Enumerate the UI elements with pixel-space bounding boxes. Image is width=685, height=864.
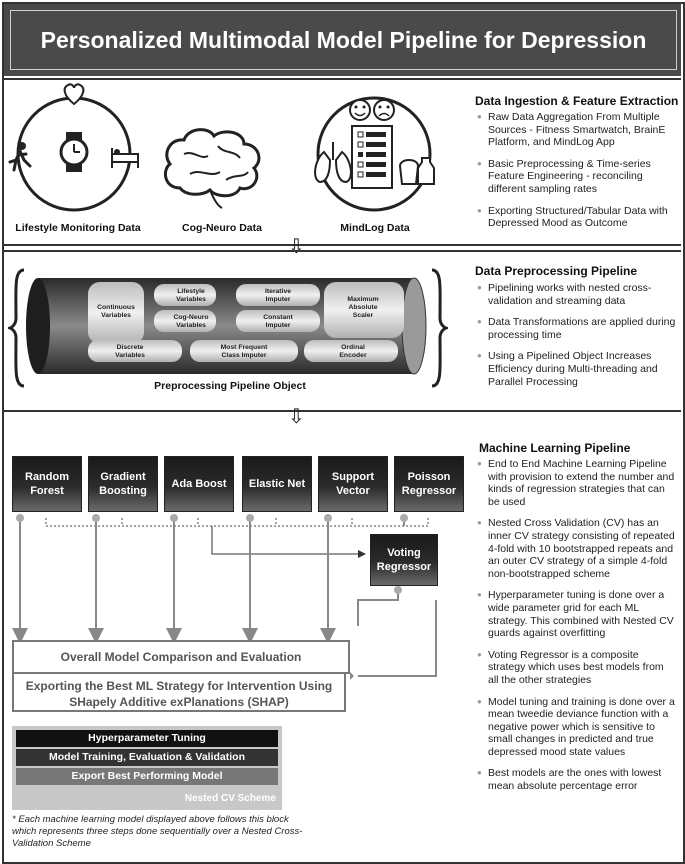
preprocessing-bullets: Pipelining works with nested cross-valid… bbox=[477, 282, 677, 397]
maxabs-scaler-label: Maximum Absolute Scaler bbox=[347, 296, 379, 319]
export-label: Exporting the Best ML Strategy for Inter… bbox=[25, 679, 333, 709]
ml-bullets: End to End Machine Learning Pipeline wit… bbox=[477, 458, 677, 802]
list-item: Nested Cross Validation (CV) has an inne… bbox=[477, 517, 677, 580]
most-frequent-imputer-label: Most Frequent Class Imputer bbox=[220, 344, 268, 359]
footnote: * Each machine learning model displayed … bbox=[12, 814, 303, 849]
preprocessing-heading: Data Preprocessing Pipeline bbox=[475, 264, 638, 278]
list-item: Pipelining works with nested cross-valid… bbox=[477, 282, 677, 307]
bed-icon bbox=[111, 148, 139, 168]
cv-step-hyperparameter: Hyperparameter Tuning bbox=[16, 730, 278, 747]
lungs-icon bbox=[314, 142, 352, 184]
cv-step-export: Export Best Performing Model bbox=[16, 768, 278, 785]
voting-label: Voting Regressor bbox=[376, 547, 432, 573]
model-elastic-net: Elastic Net bbox=[242, 456, 312, 512]
bread-icon bbox=[398, 159, 420, 185]
runner-icon bbox=[8, 142, 32, 172]
page-title: Personalized Multimodal Model Pipeline f… bbox=[40, 26, 647, 53]
mindlog-illustration bbox=[314, 96, 435, 212]
cv-step-training: Model Training, Evaluation & Validation bbox=[16, 749, 278, 766]
sad-face-icon bbox=[373, 99, 395, 121]
list-item: Best models are the ones with lowest mea… bbox=[477, 767, 677, 792]
ingestion-heading: Data Ingestion & Feature Extraction bbox=[475, 94, 679, 108]
source-label-cogneuro: Cog-Neuro Data bbox=[182, 222, 262, 234]
list-item: Model tuning and training is done over a… bbox=[477, 696, 677, 759]
pipeline-object-label: Preprocessing Pipeline Object bbox=[154, 380, 306, 392]
ordinal-encoder-label: Ordinal Encoder bbox=[339, 344, 367, 359]
model-label: Ada Boost bbox=[171, 478, 227, 490]
ml-connectors bbox=[12, 514, 437, 680]
model-label: Random Forest bbox=[25, 471, 69, 497]
source-label-lifestyle: Lifestyle Monitoring Data bbox=[15, 222, 141, 234]
cv-scheme-label: Nested CV Scheme bbox=[184, 793, 276, 804]
lifestyle-variables-label: Lifestyle Variables bbox=[176, 288, 206, 303]
list-item: Raw Data Aggregation From Multiple Sourc… bbox=[477, 111, 677, 149]
export-box: Exporting the Best ML Strategy for Inter… bbox=[12, 672, 346, 712]
list-item: Using a Pipelined Object Increases Effic… bbox=[477, 350, 677, 388]
pipeline-cylinder bbox=[8, 268, 448, 388]
preprocessing-panel bbox=[4, 250, 681, 412]
checklist-icon bbox=[351, 125, 393, 189]
source-label-mindlog: MindLog Data bbox=[340, 222, 410, 234]
evaluation-box: Overall Model Comparison and Evaluation bbox=[12, 640, 350, 674]
list-item: Voting Regressor is a composite strategy… bbox=[477, 649, 677, 687]
constant-imputer-label: Constant Imputer bbox=[263, 314, 293, 329]
happy-face-icon bbox=[349, 99, 371, 121]
cogneuro-variables-label: Cog-Neuro Variables bbox=[173, 314, 209, 329]
discrete-variables-label: Discrete Variables bbox=[115, 344, 145, 359]
list-item: Basic Preprocessing & Time-series Featur… bbox=[477, 158, 677, 196]
model-label: Elastic Net bbox=[248, 478, 306, 490]
ml-heading: Machine Learning Pipeline bbox=[479, 441, 631, 455]
down-arrow-icon: ⇩ bbox=[288, 406, 305, 428]
title-frame: Personalized Multimodal Model Pipeline f… bbox=[10, 10, 677, 70]
down-arrow-icon: ⇩ bbox=[288, 236, 305, 258]
list-item: Data Transformations are applied during … bbox=[477, 316, 677, 341]
nested-cv-block: Hyperparameter Tuning Model Training, Ev… bbox=[12, 726, 282, 810]
ingestion-bullets: Raw Data Aggregation From Multiple Sourc… bbox=[477, 111, 677, 239]
milk-icon bbox=[417, 157, 435, 185]
list-item: Hyperparameter tuning is done over a wid… bbox=[477, 589, 677, 639]
heart-icon bbox=[63, 83, 85, 106]
model-label: Support Vector bbox=[331, 471, 375, 497]
lifestyle-illustration bbox=[8, 83, 139, 212]
voting-regressor: Voting Regressor bbox=[370, 534, 438, 586]
iterative-imputer-label: Iterative Imputer bbox=[264, 288, 292, 303]
model-support-vector: Support Vector bbox=[318, 456, 388, 512]
model-label: Poisson Regressor bbox=[401, 471, 457, 497]
list-item: End to End Machine Learning Pipeline wit… bbox=[477, 458, 677, 508]
list-item: Exporting Structured/Tabular Data with D… bbox=[477, 205, 677, 230]
brain-icon bbox=[163, 128, 261, 209]
continuous-variables-label: Continuous Variables bbox=[97, 304, 135, 319]
title-bar: Personalized Multimodal Model Pipeline f… bbox=[4, 4, 681, 76]
model-gradient-boosting: Gradient Boosting bbox=[88, 456, 158, 512]
model-label: Gradient Boosting bbox=[99, 471, 147, 497]
model-random-forest: Random Forest bbox=[12, 456, 82, 512]
watch-icon bbox=[59, 132, 89, 172]
model-ada-boost: Ada Boost bbox=[164, 456, 234, 512]
evaluation-label: Overall Model Comparison and Evaluation bbox=[60, 650, 302, 664]
ingestion-illustrations bbox=[8, 83, 435, 212]
ingestion-panel bbox=[4, 78, 681, 246]
model-poisson-regressor: Poisson Regressor bbox=[394, 456, 464, 512]
